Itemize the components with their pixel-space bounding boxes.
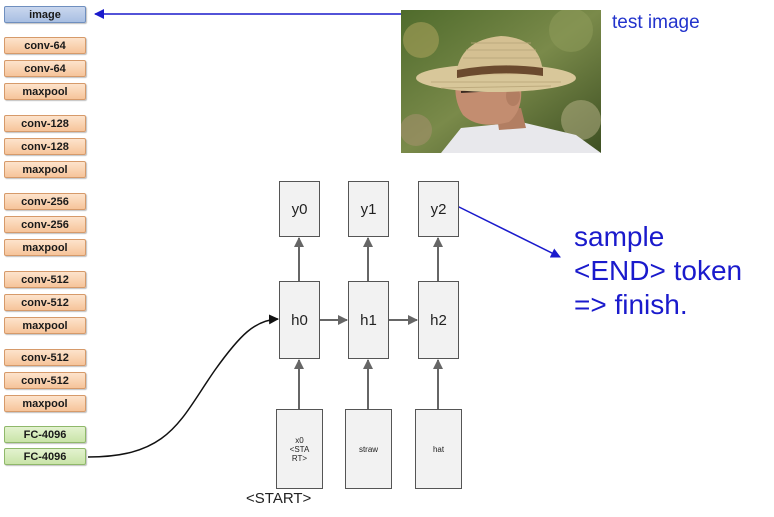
layer-maxpool-4: maxpool <box>4 317 86 334</box>
sample-caption-line-2: <END> token <box>574 255 743 286</box>
hidden-node-h1: h1 <box>348 281 389 359</box>
layer-conv-64-1: conv-64 <box>4 37 86 54</box>
layer-conv-256-2: conv-256 <box>4 216 86 233</box>
layer-maxpool-5: maxpool <box>4 395 86 412</box>
input-node-hat: hat <box>415 409 462 489</box>
input-node-x0-start: x0 <STA RT> <box>276 409 323 489</box>
layer-fc-4096-1: FC-4096 <box>4 426 86 443</box>
output-node-y1: y1 <box>348 181 389 237</box>
layer-maxpool-1: maxpool <box>4 83 86 100</box>
hidden-node-h2: h2 <box>418 281 459 359</box>
layer-maxpool-3: maxpool <box>4 239 86 256</box>
test-image-caption: test image <box>612 12 700 33</box>
input-node-straw: straw <box>345 409 392 489</box>
layer-conv-512-1: conv-512 <box>4 271 86 288</box>
start-caption: <START> <box>246 490 312 507</box>
layer-conv-512-3: conv-512 <box>4 349 86 366</box>
output-node-y2: y2 <box>418 181 459 237</box>
output-node-y0: y0 <box>279 181 320 237</box>
layer-conv-64-2: conv-64 <box>4 60 86 77</box>
layer-conv-128-2: conv-128 <box>4 138 86 155</box>
layer-image: image <box>4 6 86 23</box>
sample-caption-line-1: sample <box>574 221 665 252</box>
layer-maxpool-2: maxpool <box>4 161 86 178</box>
layer-conv-512-2: conv-512 <box>4 294 86 311</box>
layer-conv-128-1: conv-128 <box>4 115 86 132</box>
sample-end-caption: sample <END> token => finish. <box>574 220 742 322</box>
layer-fc-4096-2: FC-4096 <box>4 448 86 465</box>
layer-conv-256-1: conv-256 <box>4 193 86 210</box>
fc-to-h0-arrow <box>87 314 279 458</box>
layer-conv-512-4: conv-512 <box>4 372 86 389</box>
end-token-arrow <box>456 205 561 258</box>
test-image-photo <box>401 10 601 153</box>
hidden-node-h0: h0 <box>279 281 320 359</box>
sample-caption-line-3: => finish. <box>574 289 688 320</box>
